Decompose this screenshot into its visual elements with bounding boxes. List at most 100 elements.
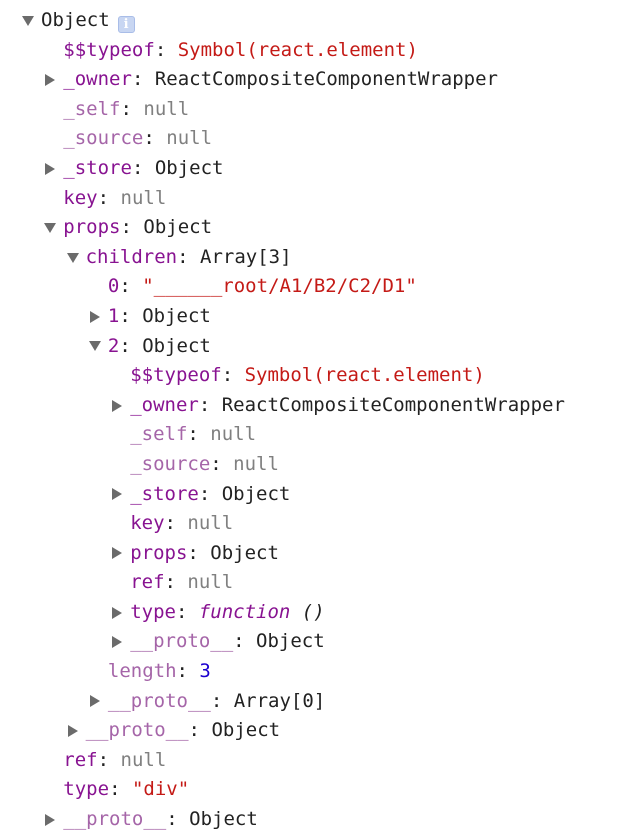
property-key: _store bbox=[63, 156, 132, 179]
tree-row: ref: null bbox=[0, 746, 640, 776]
tree-row-content: _source: null bbox=[63, 124, 212, 154]
collapsed-triangle-icon[interactable] bbox=[87, 687, 103, 717]
tree-row[interactable]: _store: Object bbox=[0, 154, 640, 184]
collapsed-triangle-icon[interactable] bbox=[109, 539, 125, 569]
property-value: null bbox=[187, 571, 234, 594]
tree-row[interactable]: props: Object bbox=[0, 213, 640, 243]
key-separator: : bbox=[221, 364, 245, 387]
tree-row[interactable]: _owner: ReactCompositeComponentWrapper bbox=[0, 391, 640, 421]
expanded-triangle-icon[interactable] bbox=[42, 213, 58, 243]
tree-row: _self: null bbox=[0, 95, 640, 125]
property-key: _self bbox=[63, 97, 121, 120]
tree-row[interactable]: __proto__: Array[0] bbox=[0, 687, 640, 717]
tree-row-content: ref: null bbox=[63, 746, 166, 776]
tree-row-content: type: "div" bbox=[63, 775, 189, 805]
info-icon[interactable]: i bbox=[117, 16, 135, 33]
tree-row[interactable]: __proto__: Object bbox=[0, 627, 640, 657]
key-separator: : bbox=[97, 186, 121, 209]
tree-row[interactable]: __proto__: Object bbox=[0, 716, 640, 746]
tree-row: ref: null bbox=[0, 568, 640, 598]
property-value: null bbox=[210, 423, 257, 446]
tree-row-content: length: 3 bbox=[108, 657, 211, 687]
property-value: null bbox=[120, 186, 167, 209]
tree-row-content: __proto__: Object bbox=[130, 627, 324, 657]
property-value: null bbox=[143, 97, 190, 120]
expanded-triangle-icon[interactable] bbox=[20, 6, 36, 36]
expanded-triangle-icon[interactable] bbox=[87, 332, 103, 362]
expanded-triangle-icon[interactable] bbox=[65, 243, 81, 273]
tree-row: $$typeof: Symbol(react.element) bbox=[0, 361, 640, 391]
tree-row: _source: null bbox=[0, 124, 640, 154]
key-separator: : bbox=[177, 245, 200, 268]
tree-row-content: key: null bbox=[130, 509, 233, 539]
property-value: 3 bbox=[199, 660, 211, 683]
property-key: ref bbox=[130, 571, 165, 594]
property-key: _source bbox=[130, 452, 211, 475]
collapsed-triangle-icon[interactable] bbox=[65, 716, 81, 746]
property-key: children bbox=[85, 245, 178, 268]
property-value: null bbox=[187, 512, 234, 535]
collapsed-triangle-icon[interactable] bbox=[109, 598, 125, 628]
tree-row[interactable]: 2: Object bbox=[0, 332, 640, 362]
property-key: type bbox=[130, 600, 176, 623]
property-key: $$typeof bbox=[63, 38, 155, 61]
tree-row: length: 3 bbox=[0, 657, 640, 687]
property-key: _self bbox=[130, 423, 188, 446]
tree-row[interactable]: props: Object bbox=[0, 539, 640, 569]
collapsed-triangle-icon[interactable] bbox=[42, 805, 58, 835]
key-separator: : bbox=[120, 216, 144, 239]
key-separator: : bbox=[188, 719, 212, 742]
collapsed-triangle-icon[interactable] bbox=[42, 65, 58, 95]
key-separator: : bbox=[210, 452, 234, 475]
tree-row-content: __proto__: Array[0] bbox=[108, 687, 325, 717]
collapsed-triangle-icon[interactable] bbox=[109, 627, 125, 657]
property-value: Object bbox=[210, 541, 279, 564]
property-key: _store bbox=[130, 482, 199, 505]
tree-row[interactable]: _store: Object bbox=[0, 480, 640, 510]
collapsed-triangle-icon[interactable] bbox=[109, 391, 125, 421]
collapsed-triangle-icon[interactable] bbox=[87, 302, 103, 332]
key-separator: : bbox=[143, 127, 167, 150]
tree-row-content: _self: null bbox=[63, 95, 189, 125]
property-value: function bbox=[198, 600, 291, 623]
tree-row-content: children: Array[3] bbox=[86, 243, 292, 273]
tree-row[interactable]: type: function () bbox=[0, 598, 640, 628]
key-separator: : bbox=[198, 482, 222, 505]
root-label: Object bbox=[41, 9, 110, 31]
tree-row: _self: null bbox=[0, 420, 640, 450]
key-separator: : bbox=[164, 512, 188, 535]
tree-row-content: _source: null bbox=[130, 450, 279, 480]
tree-row-content: $$typeof: Symbol(react.element) bbox=[130, 361, 485, 391]
tree-row-content: ref: null bbox=[130, 568, 233, 598]
property-value: ReactCompositeComponentWrapper bbox=[221, 393, 565, 416]
property-key: __proto__ bbox=[63, 808, 167, 831]
property-key: __proto__ bbox=[85, 719, 189, 742]
tree-row[interactable]: 1: Object bbox=[0, 302, 640, 332]
tree-row-content: props: Object bbox=[63, 213, 212, 243]
property-key: $$typeof bbox=[130, 364, 222, 387]
collapsed-triangle-icon[interactable] bbox=[42, 154, 58, 184]
key-separator: : bbox=[187, 541, 211, 564]
property-value: null bbox=[120, 748, 167, 771]
property-value: Object bbox=[189, 808, 258, 831]
key-separator: : bbox=[119, 275, 143, 298]
key-separator: : bbox=[119, 334, 143, 357]
key-separator: : bbox=[175, 600, 199, 623]
property-key: 2 bbox=[107, 334, 120, 357]
property-value: null bbox=[233, 452, 279, 475]
tree-row[interactable]: __proto__: Object bbox=[0, 805, 640, 835]
property-value: Object bbox=[154, 156, 224, 179]
tree-row[interactable]: _owner: ReactCompositeComponentWrapper bbox=[0, 65, 640, 95]
function-params: () bbox=[290, 600, 325, 623]
property-value: Symbol(react.element) bbox=[244, 364, 485, 387]
key-separator: : bbox=[154, 38, 178, 61]
property-value: Symbol(react.element) bbox=[177, 38, 418, 61]
collapsed-triangle-icon[interactable] bbox=[109, 480, 125, 510]
tree-row[interactable]: children: Array[3] bbox=[0, 243, 640, 273]
tree-row-content: _self: null bbox=[130, 420, 256, 450]
property-key: 1 bbox=[107, 304, 120, 327]
tree-row-content: 0: "______root/A1/B2/C2/D1" bbox=[108, 272, 417, 302]
